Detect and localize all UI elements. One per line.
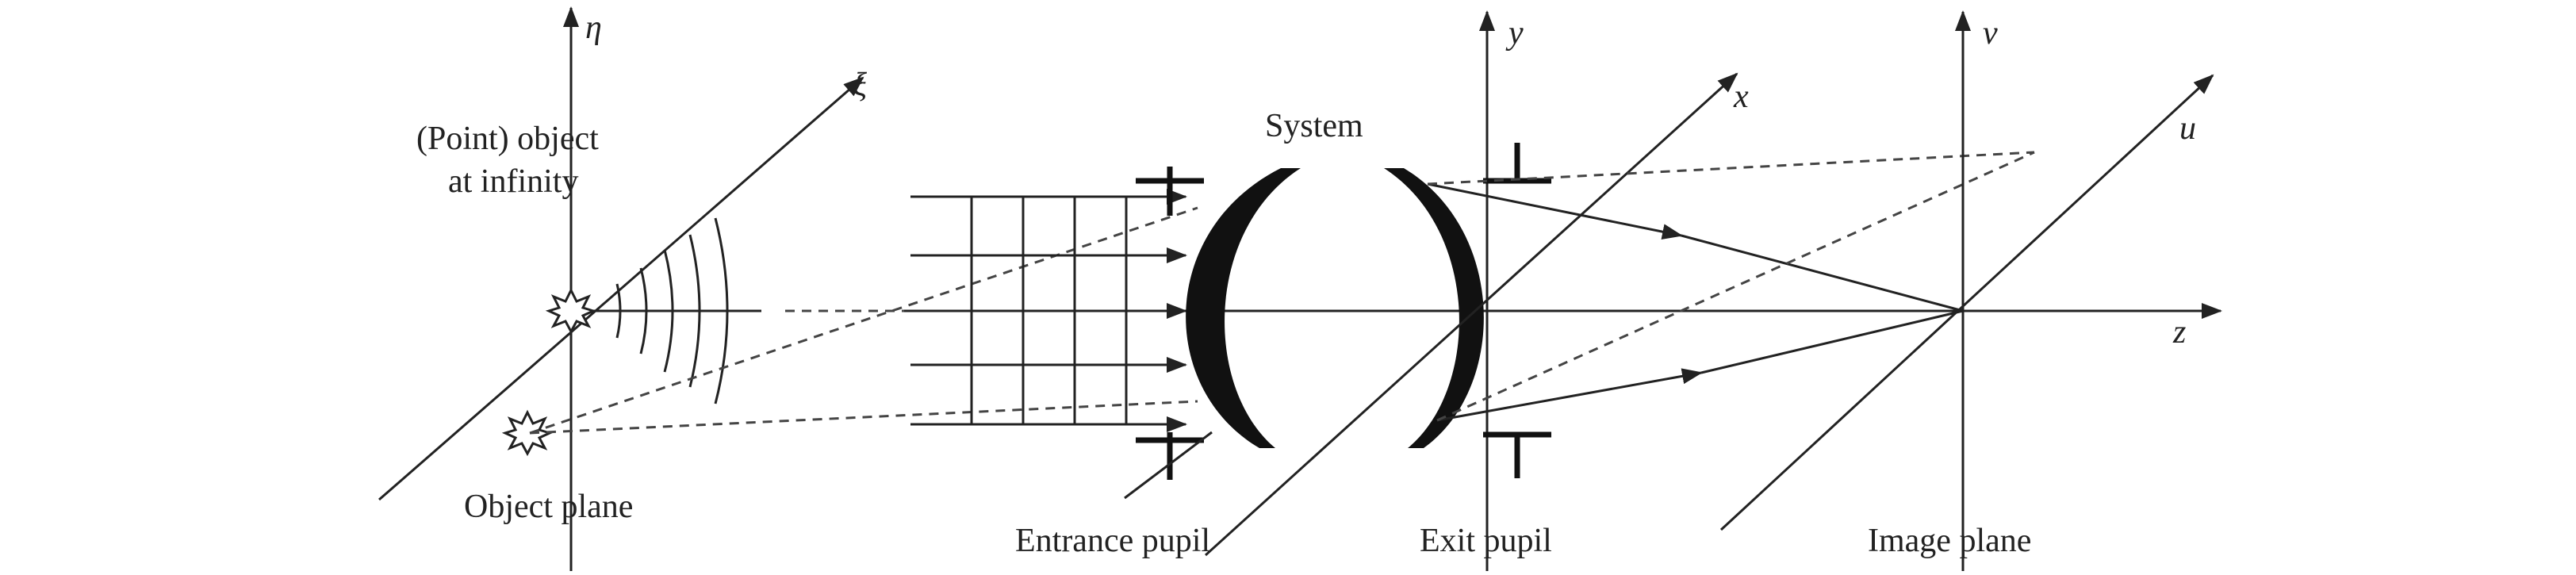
on-axis-point-source — [545, 287, 597, 335]
entrance-pupil-stop-top — [1136, 167, 1204, 216]
star-icon — [545, 287, 597, 335]
object-plane-axes: η ξ — [378, 6, 867, 571]
off-axis-image-rays — [1427, 151, 2035, 422]
entrance-pupil-stop-bottom — [1136, 432, 1204, 480]
xi-axis — [378, 76, 864, 501]
exit-pupil-axes: y x — [1204, 10, 1749, 571]
entrance-lens-element — [1186, 168, 1301, 448]
u-axis — [1719, 74, 2214, 531]
point-object-label-line2: at infinity — [448, 163, 578, 200]
exit-pupil-label: Exit pupil — [1420, 523, 1552, 559]
plane-wave-grid — [910, 189, 1187, 432]
z-axis-label: z — [2172, 314, 2186, 351]
exit-pupil-stop-top — [1483, 143, 1551, 184]
xi-axis-label: ξ — [853, 67, 867, 103]
point-object-label-line1: (Point) object — [416, 121, 599, 157]
eta-axis-label: η — [585, 10, 602, 46]
exit-lens-element — [1384, 168, 1484, 448]
entrance-pupil-label: Entrance pupil — [1015, 523, 1210, 559]
image-plane-label: Image plane — [1868, 523, 2031, 559]
off-axis-point-source — [501, 409, 554, 457]
off-axis-chief-rays — [529, 206, 1198, 435]
y-axis-label: y — [1505, 15, 1524, 52]
v-axis-label: v — [1983, 15, 1998, 52]
x-axis-label: x — [1733, 79, 1749, 115]
u-axis-label: u — [2179, 110, 2196, 147]
entrance-pupil-pointer — [1124, 431, 1213, 500]
x-axis — [1204, 72, 1738, 557]
spherical-wavefronts — [579, 217, 761, 404]
object-plane-label: Object plane — [464, 489, 633, 525]
system-label: System — [1265, 108, 1363, 144]
exit-pupil-stop-bottom — [1483, 431, 1551, 478]
star-icon — [501, 409, 554, 457]
converging-marginal-rays — [1427, 182, 1964, 422]
image-plane-axes: v u — [1719, 10, 2214, 571]
